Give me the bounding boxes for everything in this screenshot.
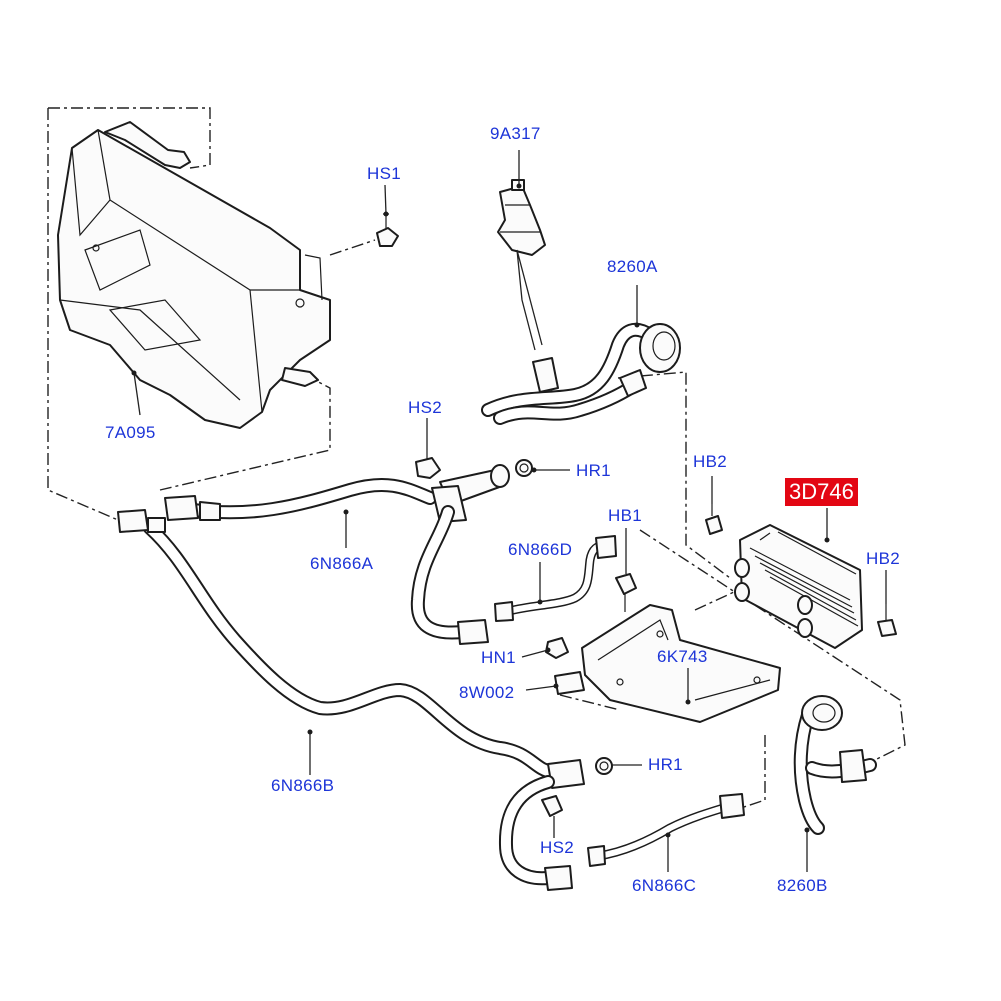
callout-hr1-top: HR1 bbox=[576, 461, 611, 480]
part-hr1-top-ring bbox=[515, 459, 533, 477]
part-9a317-clip bbox=[497, 179, 546, 256]
callout-8260a: 8260A bbox=[607, 257, 658, 276]
callout-hb2-top: HB2 bbox=[693, 452, 727, 471]
leader-lines bbox=[131, 150, 887, 872]
part-hb1-bolt bbox=[615, 573, 637, 612]
part-hs2-bottom-bolt bbox=[541, 795, 563, 817]
callout-6n866d: 6N866D bbox=[508, 540, 573, 559]
part-7a095-reservoir bbox=[57, 121, 331, 429]
callout-3d746-highlighted: 3D746 bbox=[785, 478, 858, 506]
callout-hs2-bottom: HS2 bbox=[540, 838, 574, 857]
callout-6k743: 6K743 bbox=[657, 647, 708, 666]
callout-hs2-top: HS2 bbox=[408, 398, 442, 417]
part-6n866b-hose bbox=[117, 509, 585, 891]
callout-8w002: 8W002 bbox=[459, 683, 515, 702]
part-6n866a-hose bbox=[164, 464, 510, 645]
callout-hb1: HB1 bbox=[608, 506, 642, 525]
part-8w002-clip bbox=[554, 671, 585, 695]
callout-6n866a: 6N866A bbox=[310, 554, 374, 573]
part-hs1-bolt bbox=[376, 213, 399, 247]
callout-7a095: 7A095 bbox=[105, 423, 156, 442]
part-8260b-hose bbox=[793, 695, 877, 835]
callout-hb2-right: HB2 bbox=[866, 549, 900, 568]
part-hb2-right-bolt bbox=[877, 604, 897, 637]
part-6k743-bracket bbox=[581, 604, 781, 723]
part-hb2-top-bolt bbox=[705, 504, 723, 535]
callout-hs1: HS1 bbox=[367, 164, 401, 183]
callout-hr1-bottom: HR1 bbox=[648, 755, 683, 774]
callout-9a317: 9A317 bbox=[490, 124, 541, 143]
part-3d746-oil-cooler bbox=[734, 524, 863, 649]
part-hs2-top-bolt bbox=[415, 450, 441, 479]
part-6n866c-pipe bbox=[587, 793, 745, 867]
callout-8260b: 8260B bbox=[777, 876, 828, 895]
callout-hn1: HN1 bbox=[481, 648, 516, 667]
callout-6n866c: 6N866C bbox=[632, 876, 697, 895]
part-6n866d-pipe bbox=[494, 535, 617, 622]
part-8260a-hose bbox=[481, 322, 681, 425]
part-hr1-bottom-ring bbox=[595, 757, 613, 775]
callout-6n866b: 6N866B bbox=[271, 776, 335, 795]
